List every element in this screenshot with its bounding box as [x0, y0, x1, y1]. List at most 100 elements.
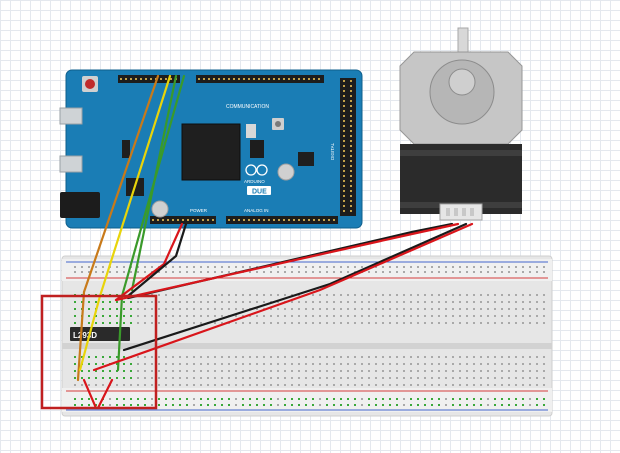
breadboard-hole: [501, 315, 503, 317]
breadboard-hole: [277, 315, 279, 317]
header-pin: [308, 78, 310, 80]
connected-hole: [95, 398, 97, 400]
connected-hole: [494, 398, 496, 400]
breadboard-hole: [445, 363, 447, 365]
header-pin: [350, 115, 352, 117]
breadboard-hole: [452, 377, 454, 379]
breadboard-hole: [333, 377, 335, 379]
breadboard-hole: [403, 266, 405, 268]
header-pin: [238, 78, 240, 80]
breadboard-hole: [494, 301, 496, 303]
connected-hole: [438, 404, 440, 406]
breadboard-hole: [396, 322, 398, 324]
breadboard-hole: [438, 271, 440, 273]
breadboard-hole: [501, 363, 503, 365]
breadboard-hole: [319, 322, 321, 324]
breadboard-hole: [354, 315, 356, 317]
breadboard-hole: [522, 301, 524, 303]
breadboard-hole: [256, 315, 258, 317]
breadboard-hole: [417, 384, 419, 386]
breadboard-hole: [249, 322, 251, 324]
header-pin: [343, 175, 345, 177]
breadboard-hole: [494, 370, 496, 372]
breadboard-hole: [179, 315, 181, 317]
breadboard-hole: [487, 322, 489, 324]
breadboard-hole: [81, 271, 83, 273]
breadboard-hole: [151, 404, 153, 406]
breadboard-hole: [452, 266, 454, 268]
breadboard-hole: [354, 308, 356, 310]
breadboard-hole: [256, 322, 258, 324]
breadboard-hole: [424, 301, 426, 303]
breadboard-hole: [389, 315, 391, 317]
breadboard-hole: [417, 271, 419, 273]
header-pin: [343, 125, 345, 127]
breadboard-hole: [494, 356, 496, 358]
connected-hole: [186, 404, 188, 406]
breadboard-hole: [396, 363, 398, 365]
breadboard-hole: [382, 294, 384, 296]
wire-power-red: [114, 222, 184, 302]
breadboard-hole: [340, 301, 342, 303]
breadboard-hole: [214, 322, 216, 324]
connected-hole: [130, 308, 132, 310]
breadboard-hole: [172, 308, 174, 310]
connected-hole: [543, 398, 545, 400]
breadboard-hole: [333, 301, 335, 303]
breadboard-hole: [228, 266, 230, 268]
breadboard-hole: [466, 266, 468, 268]
breadboard-hole: [291, 384, 293, 386]
breadboard-hole: [536, 363, 538, 365]
breadboard-hole: [144, 384, 146, 386]
connected-hole: [431, 404, 433, 406]
connected-hole: [305, 404, 307, 406]
breadboard-hole: [228, 377, 230, 379]
breadboard-hole: [263, 363, 265, 365]
breadboard-hole: [494, 271, 496, 273]
breadboard-hole: [165, 266, 167, 268]
breadboard-hole: [438, 370, 440, 372]
breadboard-hole: [347, 370, 349, 372]
header-pin: [350, 175, 352, 177]
breadboard-hole: [249, 384, 251, 386]
header-pin: [258, 78, 260, 80]
breadboard-hole: [326, 370, 328, 372]
breadboard-hole: [326, 308, 328, 310]
connected-hole: [375, 398, 377, 400]
breadboard-hole: [214, 356, 216, 358]
breadboard-hole: [144, 266, 146, 268]
breadboard-hole: [445, 308, 447, 310]
top-header-left: [118, 75, 180, 83]
header-pin: [263, 219, 265, 221]
breadboard-hole: [515, 315, 517, 317]
connected-hole: [88, 308, 90, 310]
breadboard-hole: [200, 370, 202, 372]
breadboard-hole: [417, 377, 419, 379]
model-label: DUE: [252, 189, 267, 196]
breadboard-hole: [375, 322, 377, 324]
breadboard-hole: [179, 377, 181, 379]
breadboard-hole: [249, 370, 251, 372]
breadboard-hole: [340, 377, 342, 379]
breadboard-hole: [228, 308, 230, 310]
breadboard-hole: [186, 294, 188, 296]
connected-hole: [95, 315, 97, 317]
connected-hole: [109, 370, 111, 372]
breadboard-hole: [172, 377, 174, 379]
breadboard-hole: [382, 363, 384, 365]
header-pin: [350, 195, 352, 197]
breadboard-hole: [333, 271, 335, 273]
breadboard-hole: [389, 322, 391, 324]
breadboard-hole: [473, 294, 475, 296]
breadboard-hole: [214, 266, 216, 268]
breadboard-hole: [207, 266, 209, 268]
breadboard-hole: [263, 377, 265, 379]
breadboard-hole: [235, 384, 237, 386]
header-pin: [343, 120, 345, 122]
connected-hole: [116, 315, 118, 317]
breadboard-hole: [466, 308, 468, 310]
connected-hole: [459, 404, 461, 406]
breadboard-hole: [186, 301, 188, 303]
breadboard-hole: [284, 308, 286, 310]
breadboard-hole: [403, 301, 405, 303]
